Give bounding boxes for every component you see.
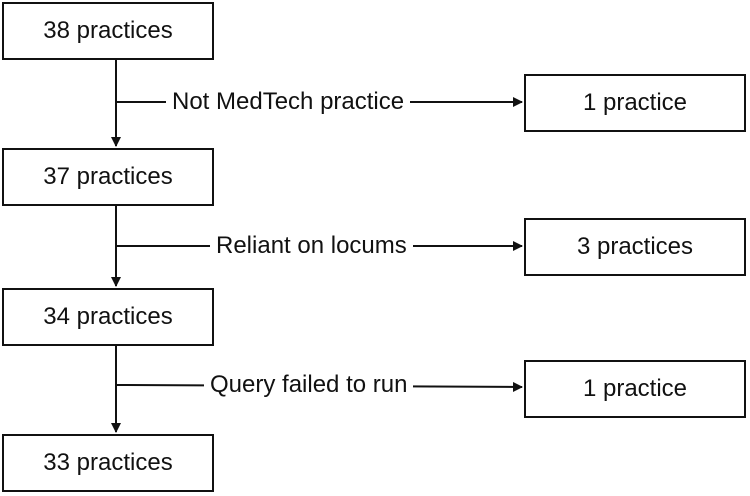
exclusion-result-box-1: 1 practice [524,74,746,132]
exclusion-reason-1: Not MedTech practice [166,88,411,116]
exclusion-result-label-1: 1 practice [582,89,688,116]
exclusion-result-box-2: 3 practices [524,218,746,276]
step-label-2: 37 practices [43,163,173,190]
step-box-4: 33 practices [2,434,214,492]
step-label-4: 33 practices [43,449,173,476]
exclusion-reason-2: Reliant on locums [210,232,413,260]
exclusion-result-label-2: 3 practices [576,233,694,260]
exclusion-reason-3: Query failed to run [204,371,414,399]
step-box-3: 34 practices [2,288,214,346]
step-box-2: 37 practices [2,148,214,206]
exclusion-result-label-3: 1 practice [582,375,688,402]
step-label-1: 38 practices [43,17,173,44]
exclusion-result-box-3: 1 practice [524,360,746,418]
step-label-3: 34 practices [43,303,173,330]
step-box-1: 38 practices [2,2,214,60]
